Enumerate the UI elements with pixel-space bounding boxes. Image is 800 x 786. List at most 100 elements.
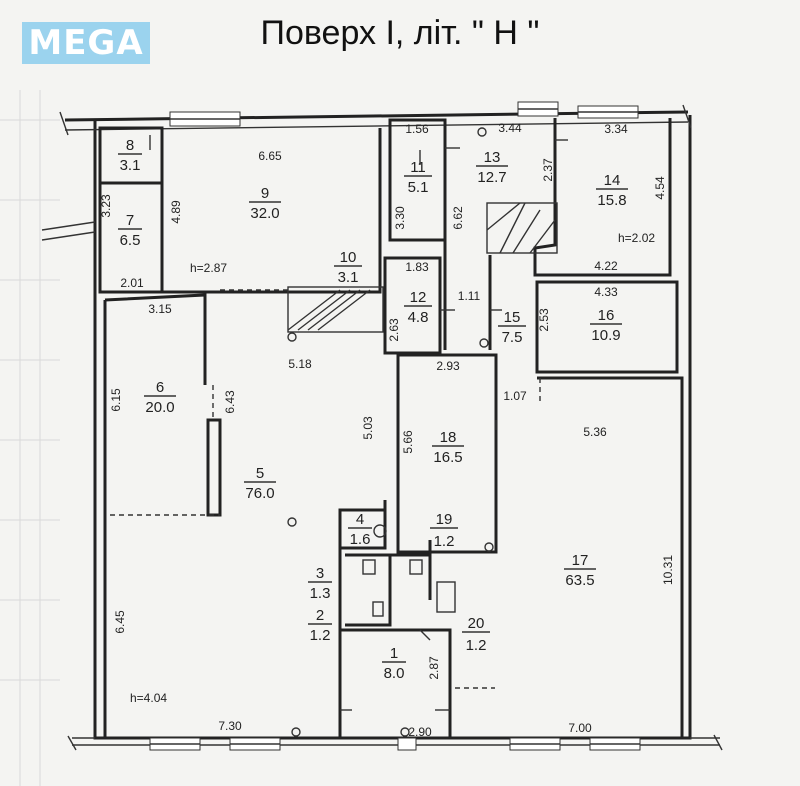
room-19: 191.2	[430, 511, 458, 550]
dimension-label: 2.93	[436, 359, 460, 373]
room-area: 1.2	[466, 637, 487, 654]
dimension-label: 6.45	[113, 610, 127, 634]
room-area: 1.3	[310, 585, 331, 602]
dimension-label: 7.00	[568, 721, 592, 735]
room-14: 14 15.8	[596, 172, 628, 209]
height-label: h=2.87	[190, 261, 227, 275]
dimension-label: 5.03	[361, 416, 375, 440]
room-area: 6.5	[120, 232, 141, 249]
dimension-label: 6.65	[258, 149, 282, 163]
dimension-label: 3.30	[393, 206, 407, 230]
room-16: 16 10.9	[590, 307, 622, 344]
room-area: 3.1	[338, 269, 359, 286]
room-9: 932.0	[249, 185, 281, 222]
room-number: 20	[468, 615, 485, 632]
room-number: 13	[484, 149, 501, 166]
room-number: 2	[316, 607, 324, 624]
dimension-label: 5.66	[401, 430, 415, 454]
windows	[149, 101, 641, 751]
dimension-label: 1.07	[503, 389, 527, 403]
room-number: 15	[504, 309, 521, 326]
room-number: 10	[340, 249, 357, 266]
room-number: 17	[572, 552, 589, 569]
room-number: 11	[410, 159, 426, 176]
background-grid	[0, 90, 60, 786]
dimension-label: 3.15	[148, 302, 172, 316]
room-number: 3	[316, 565, 324, 582]
dimension-label: 6.43	[223, 390, 237, 414]
room-area: 1.6	[350, 531, 371, 548]
dimension-label: 2.37	[541, 158, 555, 182]
room-area: 20.0	[145, 399, 174, 416]
room-area: 8.0	[384, 665, 405, 682]
room-area: 7.5	[502, 329, 523, 346]
dimension-label: 5.36	[583, 425, 607, 439]
mega-logo: MEGA	[22, 22, 150, 64]
dimension-label: 1.83	[405, 260, 429, 274]
dimension-label: 1.11	[458, 289, 481, 303]
room-area: 16.5	[433, 449, 462, 466]
dimension-label: 5.18	[288, 357, 312, 371]
dimension-label: 4.33	[594, 285, 618, 299]
dimension-label: 2.90	[408, 725, 432, 739]
room-8: 83.1	[118, 137, 142, 174]
room-area: 4.8	[408, 309, 429, 326]
room-11: 115.1	[404, 159, 432, 196]
room-area: 3.1	[120, 157, 141, 174]
room-number: 16	[598, 307, 615, 324]
dimension-label: 1.56	[405, 122, 429, 136]
room-number: 19	[436, 511, 453, 528]
room-area: 15.8	[597, 192, 626, 209]
room-area: 1.2	[310, 627, 331, 644]
room-15: 157.5	[498, 309, 526, 346]
dimension-label: 4.54	[653, 176, 667, 200]
dimension-label: 7.30	[218, 719, 242, 733]
logo-text: MEGA	[28, 23, 144, 63]
dimension-label: 10.31	[661, 555, 675, 585]
room-2: 21.2	[308, 607, 332, 644]
dimension-label: 2.01	[120, 276, 144, 290]
room-area: 10.9	[591, 327, 620, 344]
room-7: 76.5	[118, 212, 142, 249]
room-area: 1.2	[434, 533, 455, 550]
dimension-label: 3.44	[498, 121, 522, 135]
room-number: 4	[356, 511, 364, 528]
room-1: 18.0	[382, 645, 406, 682]
room-number: 12	[410, 289, 427, 306]
room-20: 201.2	[462, 615, 490, 654]
room-area: 5.1	[408, 179, 429, 196]
room-18: 18 16.5	[432, 429, 464, 466]
room-area: 76.0	[245, 485, 274, 502]
dimension-label: 4.89	[169, 200, 183, 224]
room-4: 41.6	[348, 511, 372, 548]
room-12: 124.8	[404, 289, 432, 326]
room-3: 31.3	[308, 565, 332, 602]
room-number: 8	[126, 137, 134, 154]
room-5: 576.0	[244, 465, 276, 502]
room-area: 63.5	[565, 572, 594, 589]
interior-walls	[98, 118, 684, 738]
room-number: 9	[261, 185, 269, 202]
room-number: 1	[390, 645, 398, 662]
dimension-label: 4.22	[594, 259, 618, 273]
dimension-label: 2.63	[387, 318, 401, 342]
room-10: 103.1	[334, 249, 362, 286]
room-labels: 18.0 21.2 31.3 41.6 576.0 620.0 76.5 83.…	[118, 137, 628, 682]
room-number: 6	[156, 379, 164, 396]
room-area: 12.7	[477, 169, 506, 186]
dimension-label: 2.53	[537, 308, 551, 332]
room-number: 18	[440, 429, 457, 446]
room-6: 620.0	[144, 379, 176, 416]
height-label: h=4.04	[130, 691, 167, 705]
room-number: 5	[256, 465, 264, 482]
room-number: 14	[604, 172, 621, 189]
room-17: 17 63.5	[564, 552, 596, 589]
door-marks	[149, 127, 568, 737]
height-label: h=2.02	[618, 231, 655, 245]
room-number: 7	[126, 212, 134, 229]
dimension-label: 6.62	[451, 206, 465, 230]
dimension-label: 3.34	[604, 122, 628, 136]
dimension-label: 6.15	[109, 388, 123, 412]
room-area: 32.0	[250, 205, 279, 222]
